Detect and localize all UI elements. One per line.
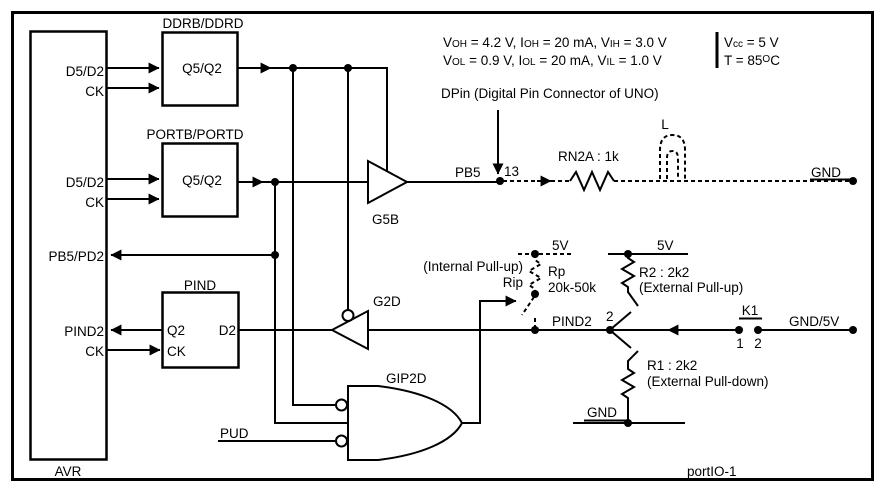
avr-pin-ck-pind: CK <box>85 344 104 359</box>
resistor-rp <box>527 254 543 293</box>
k1-contact-1-label: 1 <box>736 336 744 351</box>
sheet-label: portIO-1 <box>687 464 737 479</box>
pind2-net-label: PIND2 <box>552 314 592 329</box>
resistor-rn2a <box>569 169 615 193</box>
led-outer-shape <box>659 133 686 179</box>
node-switch-blade-down <box>610 330 632 349</box>
schematic-frame <box>11 11 874 481</box>
g2d-gate-label: G2D <box>373 294 401 309</box>
gip2d-gate-label: GIP2D <box>386 371 427 386</box>
ddr-register-block <box>161 31 239 107</box>
pind-d2-label: D2 <box>219 323 236 338</box>
rn2a-resistor-label: RN2A : 1k <box>558 149 619 164</box>
pud-signal-label: PUD <box>220 426 249 441</box>
junction-rp-bottom <box>531 290 539 298</box>
rip-switch-blade <box>521 296 535 316</box>
resistor-r1 <box>620 350 639 423</box>
avr-pin-ck-port: CK <box>85 195 104 210</box>
spec-vcc: Vcc = 5 V <box>724 35 779 50</box>
junction-r2-top <box>624 250 632 258</box>
junction-rip-pind2 <box>531 326 539 334</box>
external-pulldown-caption: (External Pull-down) <box>647 374 769 389</box>
avr-block <box>29 30 108 461</box>
wire-gip2d-out-to-rip-switch <box>462 295 517 424</box>
g5b-buffer-gate <box>367 159 410 205</box>
k1-contact-2 <box>754 326 762 334</box>
r2-resistor-label: R2 : 2k2 <box>639 265 689 280</box>
rip-switch-label: Rip <box>503 275 523 290</box>
external-pullup-caption: (External Pull-up) <box>639 280 743 295</box>
pb5-net-label: PB5 <box>455 165 481 180</box>
spec-temperature: T = 85OC <box>724 53 780 68</box>
dpin-note: DPin (Digital Pin Connector of UNO) <box>441 86 659 101</box>
internal-5v-label: 5V <box>552 238 569 253</box>
g2d-enable-bubble <box>341 309 355 322</box>
r1-resistor-label: R1 : 2k2 <box>647 358 697 373</box>
avr-pin-pind2: PIND2 <box>64 324 104 339</box>
spec-line2: VOL = 0.9 V, IOL = 20 mA, VIL = 1.0 V <box>443 53 662 68</box>
wire-port-to-gip2d-mid-input <box>274 182 348 424</box>
k1-switch-label: K1 <box>742 303 759 318</box>
pind-register-block <box>161 291 240 369</box>
port-register-title: PORTB/PORTD <box>146 127 243 142</box>
gnd-top-label: GND <box>811 165 841 180</box>
internal-pullup-caption: (Internal Pull-up) <box>423 259 523 274</box>
junction-port-out <box>271 178 279 186</box>
junction-ddr-out-2 <box>344 64 352 72</box>
junction-readback <box>271 251 279 259</box>
k1-contact-1 <box>735 326 743 334</box>
pin13-label: 13 <box>504 164 519 179</box>
terminal-gnd-top <box>849 177 857 185</box>
ddr-register-output-label: Q5/Q2 <box>182 61 222 76</box>
pind-ck-label: CK <box>167 344 186 359</box>
avr-pin-d5d2-ddr: D5/D2 <box>66 64 104 79</box>
rp-resistor-label: Rp <box>548 264 565 279</box>
wire-ddr-to-gip2d-top-input <box>292 68 335 406</box>
junction-ddr-out-1 <box>289 64 297 72</box>
k1-contact-2-label: 2 <box>754 336 762 351</box>
junction-rp-top <box>531 250 539 258</box>
junction-pind2-node <box>606 326 614 334</box>
junction-pb5-pin13 <box>496 177 504 185</box>
external-5v-label: 5V <box>657 238 674 253</box>
led-label: L <box>661 117 669 132</box>
pind-register-title: PIND <box>184 278 217 293</box>
ddr-register-title: DDRB/DDRD <box>163 16 244 31</box>
resistor-r2 <box>620 254 639 307</box>
port-register-output-label: Q5/Q2 <box>182 173 222 188</box>
gnd-bottom-label: GND <box>587 405 617 420</box>
avr-block-label: AVR <box>55 464 82 479</box>
gip2d-top-input-bubble <box>335 398 348 412</box>
node-contact-2-label: 2 <box>606 309 614 324</box>
avr-pin-ck-ddr: CK <box>85 84 104 99</box>
avr-pin-pb5pd2: PB5/PD2 <box>48 249 104 264</box>
node-switch-blade-up <box>610 311 632 330</box>
junction-r1-gnd <box>624 419 632 427</box>
avr-pin-d5d2-port: D5/D2 <box>66 175 104 190</box>
port-register-block <box>161 142 239 218</box>
terminal-gnd5v <box>849 326 857 334</box>
wire-ddr-out-to-g5b-enable <box>269 67 388 172</box>
pind-q2-label: Q2 <box>167 323 185 338</box>
gip2d-and-gate <box>347 385 464 461</box>
g5b-gate-label: G5B <box>372 212 399 227</box>
rp-range-label: 20k-50k <box>548 280 596 295</box>
gnd5v-source-label: GND/5V <box>789 314 839 329</box>
led-inner-shape <box>666 149 679 179</box>
gip2d-bottom-input-bubble <box>335 434 348 448</box>
spec-line1: VOH = 4.2 V, IOH = 20 mA, VIH = 3.0 V <box>443 35 667 50</box>
